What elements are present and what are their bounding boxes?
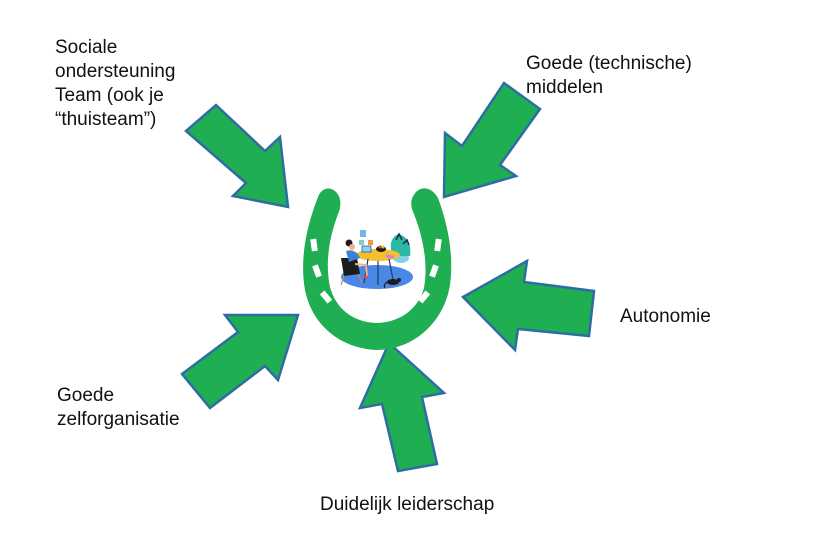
arrow-self-organisation: [180, 313, 300, 410]
label-line: middelen: [526, 77, 604, 98]
label-social-support: Sociale ondersteuning Team (ook je “thui…: [55, 36, 175, 132]
label-technical-means: Goede (technische) middelen: [526, 52, 692, 100]
label-autonomy: Autonomie: [620, 305, 711, 329]
label-line: Goede (technische): [526, 53, 692, 74]
person-working-at-desk-illustration: [340, 230, 413, 289]
label-line: ondersteuning: [55, 61, 176, 82]
label-line: zelforganisatie: [57, 409, 180, 430]
arrow-technical-means: [442, 81, 542, 199]
label-leadership: Duidelijk leiderschap: [320, 493, 494, 517]
horseshoe-nail-holes: [310, 238, 442, 304]
label-line: Duidelijk leiderschap: [320, 494, 495, 515]
label-self-organisation: Goede zelforganisatie: [57, 384, 180, 432]
label-line: Sociale: [55, 37, 118, 58]
arrow-leadership: [357, 340, 447, 473]
label-line: Team (ook je: [55, 85, 164, 106]
horseshoe-icon: [303, 188, 452, 350]
label-line: Autonomie: [620, 306, 711, 327]
label-line: “thuisteam”): [55, 109, 157, 130]
label-line: Goede: [57, 385, 115, 406]
arrow-social-support: [184, 103, 290, 209]
arrow-autonomy: [460, 258, 596, 353]
